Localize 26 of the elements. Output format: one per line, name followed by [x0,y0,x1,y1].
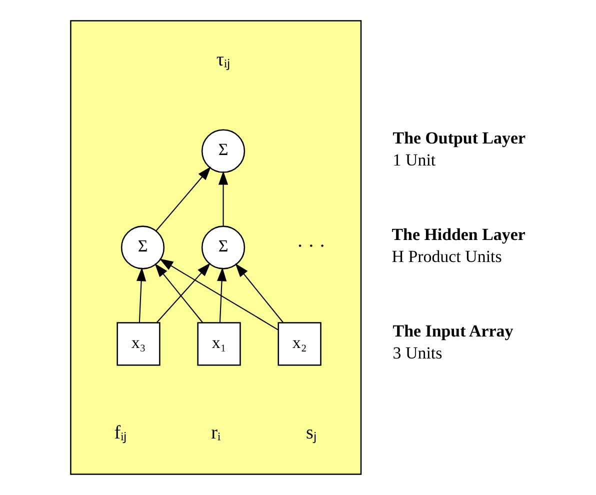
cluster [70,20,362,475]
node-label: sⱼ [306,422,316,444]
arrow [216,267,226,322]
node-circle: Σ [200,226,245,270]
label: H Product Units [391,247,502,266]
arrow [154,263,202,323]
node-box: x₃ [116,322,160,366]
arrow [158,258,278,330]
label: · · · [296,236,326,258]
arrow [156,262,210,323]
label: The Hidden Layer [391,224,525,244]
label: The Input Array [392,321,513,340]
node-label: τᵢⱼ [216,50,230,71]
node-label: fᵢⱼ [114,422,126,444]
node-box: x₂ [277,322,321,366]
node-circle: Σ [200,129,245,173]
arrow [218,170,228,226]
node-circle: Σ [120,226,164,270]
node-box: x₁ [196,322,240,366]
label: 3 Units [392,344,442,363]
label: The Output Layer [392,128,525,148]
label: 1 Unit [392,150,436,170]
arrow [136,267,146,322]
arrow [234,263,283,323]
node-label: rᵢ [210,422,220,444]
arrow [155,166,210,232]
